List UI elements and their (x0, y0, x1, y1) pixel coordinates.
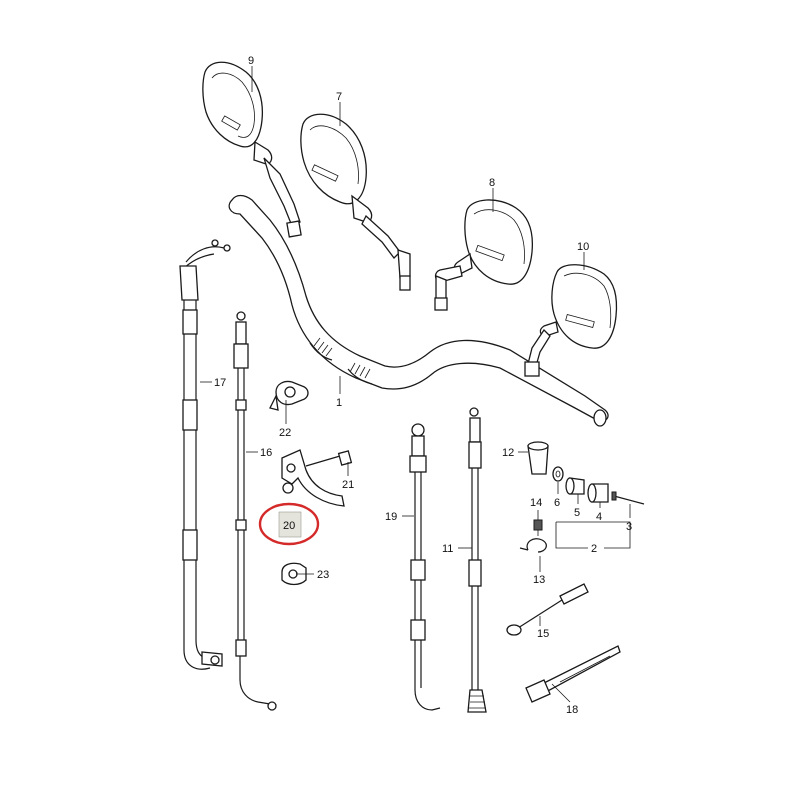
mirror-8 (434, 199, 534, 311)
leader-lines (200, 66, 631, 703)
callout-15: 15 (537, 628, 549, 640)
callout-22: 22 (279, 427, 291, 439)
spring-13 (519, 538, 547, 553)
callout-12: 12 (502, 447, 514, 459)
handlebar (228, 194, 609, 427)
callout-20: 20 (283, 520, 295, 532)
callout-4: 4 (596, 511, 602, 523)
bracket-20 (281, 449, 345, 507)
callout-9: 9 (248, 55, 254, 67)
callout-21: 21 (342, 479, 354, 491)
callout-3: 3 (626, 521, 632, 533)
callout-13: 13 (533, 574, 545, 586)
callout-8: 8 (489, 177, 495, 189)
callout-14: 14 (530, 497, 542, 509)
part-15 (506, 583, 589, 636)
callout-23: 23 (317, 569, 329, 581)
cable-16 (233, 311, 277, 711)
bolt-21 (305, 450, 353, 467)
callout-7: 7 (336, 91, 342, 103)
callout-2: 2 (591, 543, 597, 555)
throttle-cable-17 (179, 239, 231, 670)
callout-5: 5 (574, 507, 580, 519)
highlight-20 (258, 502, 320, 546)
grip-end-parts (527, 441, 645, 505)
cable-11 (467, 407, 487, 713)
callout-17: 17 (214, 377, 226, 389)
clamp-22 (269, 380, 309, 411)
mirror-7 (300, 113, 411, 291)
cable-tie-18 (525, 645, 621, 703)
mirror-10 (524, 264, 618, 377)
callout-1: 1 (336, 397, 342, 409)
callout-6: 6 (554, 497, 560, 509)
screw-14 (533, 519, 543, 536)
mirror-9 (202, 61, 302, 238)
cable-19 (409, 423, 441, 711)
callout-19: 19 (385, 511, 397, 523)
callout-labels: 1 2 3 4 5 6 7 8 9 10 11 12 13 14 15 16 1… (214, 55, 632, 716)
callout-16: 16 (260, 447, 272, 459)
callout-11: 11 (442, 543, 453, 555)
callout-10: 10 (577, 241, 589, 253)
callout-18: 18 (566, 704, 578, 716)
